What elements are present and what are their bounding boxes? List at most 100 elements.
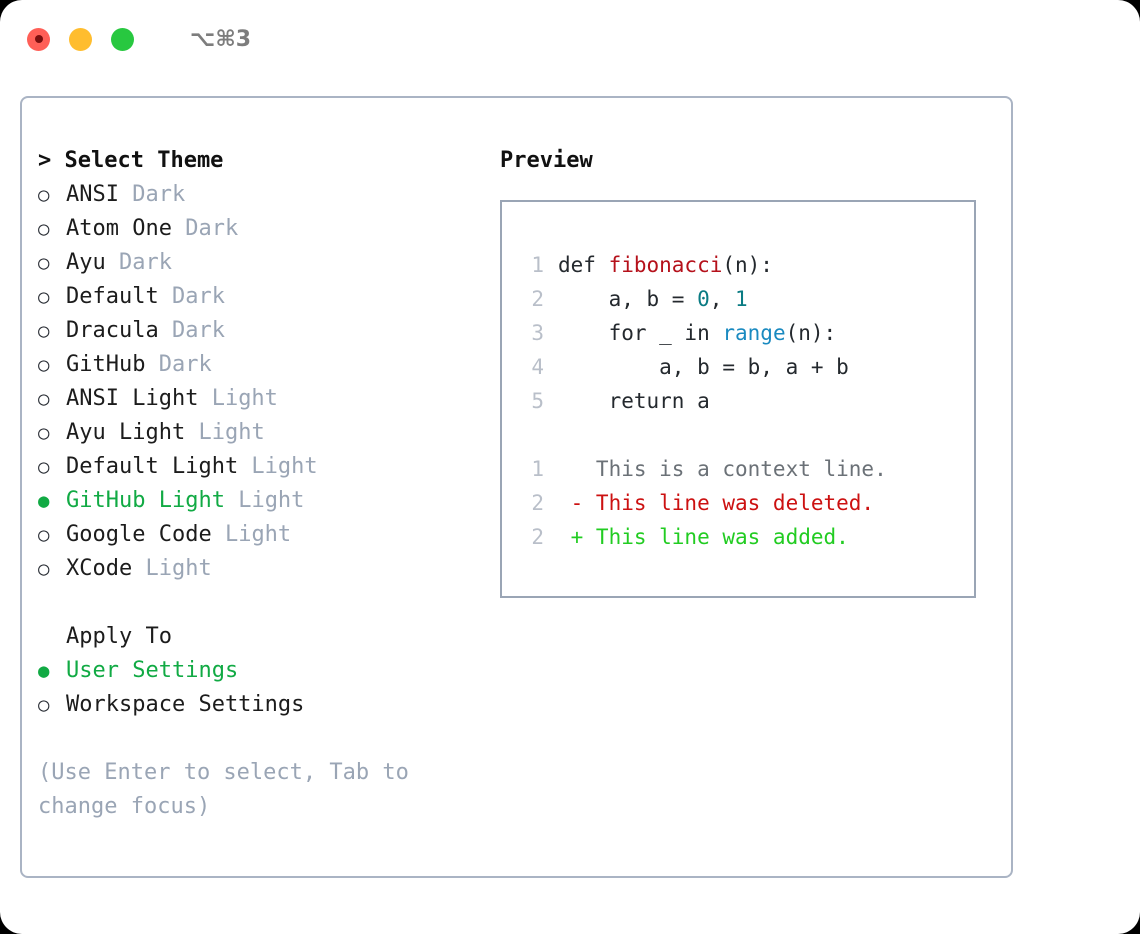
code-line-text: a, b = b, a + b bbox=[558, 350, 849, 384]
code-line-text: def fibonacci(n): bbox=[558, 248, 773, 282]
apply-to-option-workspace-settings[interactable]: ○Workspace Settings bbox=[38, 688, 478, 722]
code-token-plain: (n): bbox=[785, 321, 837, 345]
theme-option-variant: Light bbox=[224, 488, 305, 513]
theme-option-label: ANSI Light bbox=[66, 386, 199, 411]
close-icon-dot bbox=[34, 35, 43, 43]
theme-option-variant: Light bbox=[211, 522, 292, 547]
theme-option-ayu-light[interactable]: ○ Ayu Light Light bbox=[38, 416, 478, 450]
code-line: 4 a, b = b, a + b bbox=[516, 350, 974, 384]
keyboard-shortcut-label: ⌥⌘3 bbox=[190, 26, 252, 52]
diff-line: 2 + This line was added. bbox=[516, 520, 974, 554]
theme-option-label: GitHub bbox=[66, 352, 146, 377]
code-line-text: for _ in range(n): bbox=[558, 316, 837, 350]
code-token-plain: def bbox=[558, 253, 609, 277]
theme-option-label: ANSI bbox=[66, 182, 119, 207]
diff-line-number: 2 bbox=[531, 525, 544, 549]
theme-option-variant: Dark bbox=[158, 284, 225, 309]
radio-unselected-icon: ○ bbox=[38, 286, 50, 308]
code-line-number: 4 bbox=[531, 355, 544, 379]
maximize-icon[interactable] bbox=[111, 27, 134, 51]
theme-option-variant: Dark bbox=[118, 182, 186, 207]
theme-option-google-code[interactable]: ○Google Code Light bbox=[38, 518, 478, 552]
code-line-number: 3 bbox=[531, 321, 544, 345]
diff-line-number: 1 bbox=[531, 457, 544, 481]
theme-option-default[interactable]: ○ Default Dark bbox=[38, 280, 478, 314]
radio-unselected-icon: ○ bbox=[38, 320, 50, 342]
theme-option-label: Atom One bbox=[66, 216, 172, 241]
minimize-icon[interactable] bbox=[69, 27, 92, 51]
radio-unselected-icon: ○ bbox=[38, 456, 50, 478]
theme-option-label: XCode bbox=[66, 556, 133, 581]
code-token-num: 1 bbox=[735, 287, 748, 311]
theme-option-variant: Dark bbox=[158, 318, 225, 343]
theme-option-label: Ayu Light bbox=[66, 420, 186, 445]
theme-option-variant: Light bbox=[185, 420, 265, 445]
traffic-lights bbox=[27, 27, 134, 51]
radio-unselected-icon: ○ bbox=[38, 694, 50, 716]
theme-option-github-light[interactable]: ●GitHub Light Light bbox=[38, 484, 478, 518]
radio-unselected-icon: ○ bbox=[38, 252, 50, 274]
diff-line-text-context: This is a context line. bbox=[558, 457, 887, 481]
select-theme-header: > Select Theme bbox=[38, 148, 224, 173]
theme-option-default-light[interactable]: ○ Default Light Light bbox=[38, 450, 478, 484]
theme-option-label: Default bbox=[66, 284, 159, 309]
theme-option-xcode[interactable]: ○ XCode Light bbox=[38, 552, 478, 586]
theme-option-variant: Dark bbox=[171, 216, 239, 241]
apply-to-list[interactable]: ● User Settings ○Workspace Settings bbox=[38, 654, 478, 722]
code-token-plain: (n): bbox=[722, 253, 773, 277]
code-token-plain: a, b = bbox=[558, 287, 698, 311]
theme-option-label: Dracula bbox=[66, 318, 159, 343]
code-token-builtin: range bbox=[722, 321, 786, 345]
code-line-text: a, b = 0, 1 bbox=[558, 282, 748, 316]
code-line: 3 for _ in range(n): bbox=[516, 316, 974, 350]
theme-option-github[interactable]: ○GitHub Dark bbox=[38, 348, 478, 382]
apply-to-option-user-settings[interactable]: ● User Settings bbox=[38, 654, 478, 688]
theme-option-variant: Light bbox=[238, 454, 318, 479]
theme-option-atom-one[interactable]: ○ Atom One Dark bbox=[38, 212, 478, 246]
code-token-plain: return a bbox=[558, 389, 710, 413]
radio-unselected-icon: ○ bbox=[38, 422, 50, 444]
apply-to-option-label: User Settings bbox=[66, 658, 239, 683]
theme-picker-column: > Select Theme ○ANSI Dark○Atom One Dark○… bbox=[38, 144, 478, 824]
radio-unselected-icon: ○ bbox=[38, 388, 50, 410]
close-icon[interactable] bbox=[27, 27, 50, 51]
theme-option-ayu[interactable]: ○Ayu Dark bbox=[38, 246, 478, 280]
code-line: 1 def fibonacci(n): bbox=[516, 248, 974, 282]
theme-option-ansi[interactable]: ○ANSI Dark bbox=[38, 178, 478, 212]
main-panel: > Select Theme ○ANSI Dark○Atom One Dark○… bbox=[20, 96, 1013, 878]
theme-option-variant: Light bbox=[198, 386, 278, 411]
diff-spacer bbox=[516, 418, 974, 452]
radio-unselected-icon: ○ bbox=[38, 218, 50, 240]
apply-to-header: Apply To bbox=[66, 624, 172, 649]
radio-unselected-icon: ○ bbox=[38, 558, 50, 580]
diff-line-text-add: + This line was added. bbox=[558, 525, 849, 549]
code-token-func: fibonacci bbox=[608, 253, 723, 277]
radio-unselected-icon: ○ bbox=[38, 524, 50, 546]
code-line-number: 2 bbox=[531, 287, 544, 311]
radio-selected-icon: ● bbox=[38, 660, 50, 682]
diff-line: 1 This is a context line. bbox=[516, 452, 974, 486]
section-spacer bbox=[38, 586, 478, 620]
theme-option-variant: Light bbox=[132, 556, 212, 581]
diff-line-number: 2 bbox=[531, 491, 544, 515]
diff-line: 2 - This line was deleted. bbox=[516, 486, 974, 520]
theme-list[interactable]: ○ANSI Dark○Atom One Dark○Ayu Dark○Defaul… bbox=[38, 178, 478, 586]
theme-option-label: Default Light bbox=[66, 454, 239, 479]
code-line: 2 a, b = 0, 1 bbox=[516, 282, 974, 316]
preview-title: Preview bbox=[500, 148, 593, 173]
theme-option-dracula[interactable]: ○ Dracula Dark bbox=[38, 314, 478, 348]
radio-selected-icon: ● bbox=[38, 490, 50, 512]
code-token-plain: for _ in bbox=[558, 321, 723, 345]
code-line-text: return a bbox=[558, 384, 710, 418]
code-line: 5 return a bbox=[516, 384, 974, 418]
theme-option-label: Ayu bbox=[66, 250, 106, 275]
code-token-plain: a, b = b, a + b bbox=[558, 355, 849, 379]
code-token-num: 0 bbox=[697, 287, 710, 311]
title-bar: ⌥⌘3 bbox=[0, 0, 1140, 78]
code-line-number: 1 bbox=[531, 253, 544, 277]
theme-option-ansi-light[interactable]: ○ ANSI Light Light bbox=[38, 382, 478, 416]
